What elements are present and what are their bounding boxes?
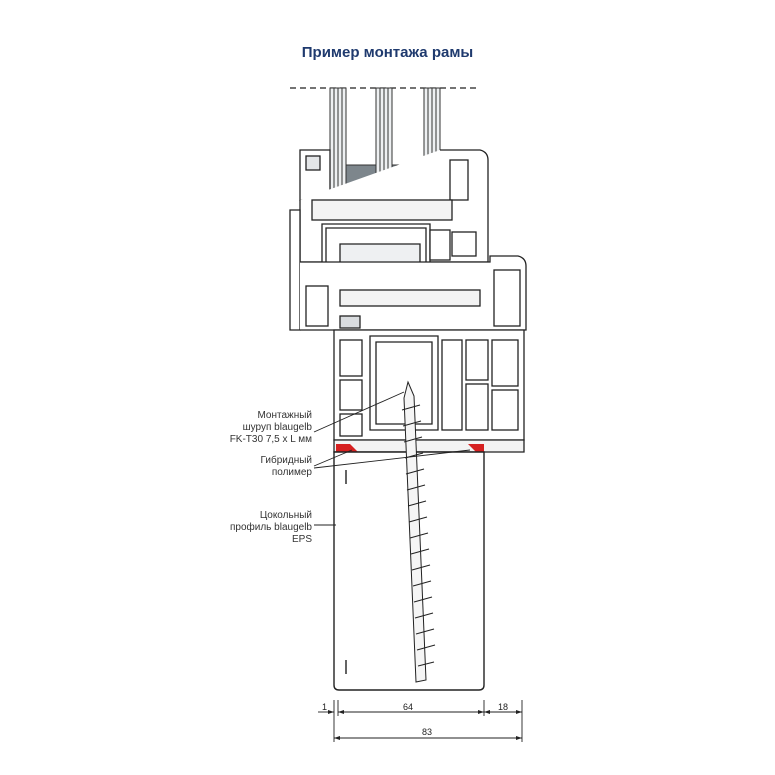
- callout-polymer-line1: Гибридный: [260, 455, 312, 466]
- leader-lines: [313, 391, 471, 526]
- callout-polymer-line2: полимер: [271, 467, 312, 478]
- dimension-label-64: 64: [403, 702, 414, 712]
- callout-screw-line3: FK-T30 7,5 x L мм: [229, 434, 312, 445]
- dimension-label-18: 18: [498, 702, 509, 712]
- callout-mounting-screw: Монтажный шуруп blaugelb FK-T30 7,5 x L …: [200, 410, 312, 446]
- dimension-label-1: 1: [322, 702, 328, 712]
- dimension-lines: [318, 700, 523, 742]
- callout-profile-line1: Цокольный: [259, 510, 312, 521]
- frame-profile-upper: [289, 209, 527, 331]
- callout-profile-line3: EPS: [291, 534, 312, 545]
- callout-screw-line2: шуруп blaugelb: [242, 422, 312, 433]
- eps-base-profile: [333, 451, 485, 691]
- dimension-arrows: [328, 710, 522, 740]
- frame-profile-lower: [333, 329, 525, 453]
- callout-profile-line2: профиль blaugelb: [230, 522, 312, 533]
- callout-hybrid-polymer: Гибридный полимер: [200, 455, 312, 479]
- sash-profile: [299, 149, 489, 281]
- hybrid-polymer: [336, 444, 484, 452]
- callout-screw-line1: Монтажный: [257, 410, 312, 421]
- callout-base-profile: Цокольный профиль blaugelb EPS: [200, 510, 312, 546]
- diagram-title: Пример монтажа рамы: [301, 44, 474, 61]
- dimension-label-83: 83: [422, 727, 433, 737]
